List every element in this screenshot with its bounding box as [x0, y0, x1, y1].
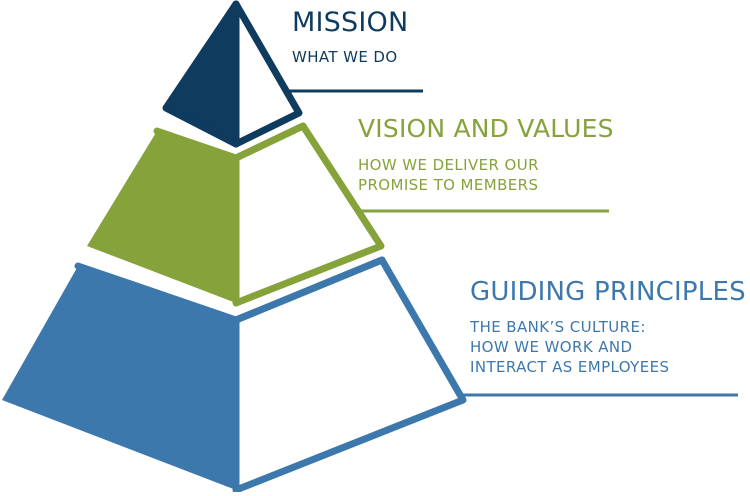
tier-mission-left-face — [166, 4, 236, 144]
guiding-subtitle-line: HOW WE WORK AND — [470, 338, 633, 356]
vision-subtitle-line: PROMISE TO MEMBERS — [358, 176, 539, 194]
tier-guiding-right-outline — [232, 256, 467, 494]
vision-title: VISION AND VALUES — [358, 114, 614, 143]
vision-subtitle: HOW WE DELIVER OUR PROMISE TO MEMBERS — [358, 155, 539, 195]
tier-guiding-top-outline — [74, 256, 386, 324]
tier-mission-right-outline — [232, 0, 303, 148]
vision-subtitle-line: HOW WE DELIVER OUR — [358, 156, 539, 174]
tier-vision — [87, 122, 609, 307]
tier-guiding — [2, 256, 738, 494]
guiding-subtitle-line: THE BANK’S CULTURE: — [470, 318, 646, 336]
guiding-title: GUIDING PRINCIPLES — [470, 277, 746, 307]
mission-subtitle-line: WHAT WE DO — [292, 48, 398, 66]
tier-vision-left-face — [87, 131, 236, 303]
tier-vision-right-outline — [232, 122, 385, 307]
guiding-subtitle: THE BANK’S CULTURE: HOW WE WORK AND INTE… — [470, 317, 669, 377]
tier-mission — [162, 0, 423, 148]
tier-mission-outer-outline — [162, 0, 240, 148]
mission-title: MISSION — [292, 7, 409, 38]
tier-vision-top-outline — [153, 122, 307, 162]
guiding-subtitle-line: INTERACT AS EMPLOYEES — [470, 358, 670, 376]
mission-subtitle: WHAT WE DO — [292, 47, 398, 67]
tier-guiding-left-face — [2, 266, 236, 490]
